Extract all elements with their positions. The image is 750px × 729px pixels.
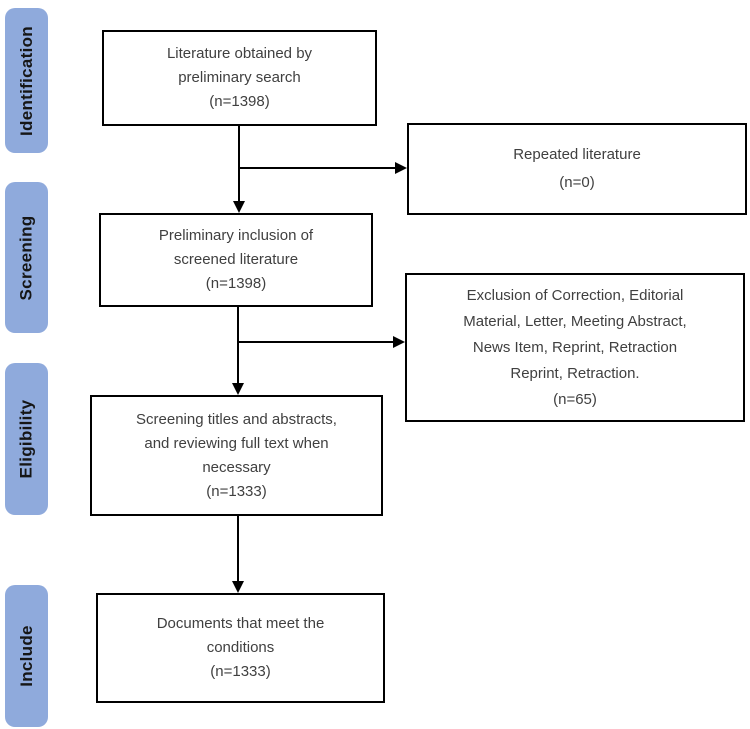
arrow-identification-to-screening-head-icon [233, 201, 245, 213]
stage-eligibility: Eligibility [5, 363, 48, 515]
box-exclusion-line3: News Item, Reprint, Retraction [472, 338, 678, 356]
box-exclusion-count: (n=65) [553, 390, 597, 408]
box-exclusion: Exclusion of Correction, Editorial Mater… [405, 273, 745, 422]
box-documents-meet-line2: conditions [206, 639, 275, 656]
arrow-screening-to-eligibility-head-icon [232, 383, 244, 395]
box-literature-obtained-line1: Literature obtained by [166, 45, 313, 62]
box-screening-titles-line3: necessary [202, 458, 271, 476]
box-literature-obtained-line2: preliminary search [178, 69, 301, 86]
box-exclusion-line1: Exclusion of Correction, Editorial [466, 286, 684, 304]
box-documents-meet: Documents that meet the conditions (n=13… [96, 593, 385, 703]
box-screening-titles: Screening titles and abstracts, and revi… [90, 395, 383, 516]
box-screening-titles-count: (n=1333) [206, 482, 267, 500]
box-exclusion-line2: Material, Letter, Meeting Abstract, [463, 312, 687, 330]
box-documents-meet-line1: Documents that meet the [156, 615, 325, 632]
arrow-eligibility-to-include-head-icon [232, 581, 244, 593]
box-documents-meet-count: (n=1333) [210, 663, 271, 680]
box-preliminary-inclusion-count: (n=1398) [205, 275, 267, 292]
box-repeated-literature-line1: Repeated literature [513, 146, 641, 163]
stage-identification-label: Identification [16, 25, 36, 136]
box-repeated-literature-count: (n=0) [559, 174, 595, 191]
stage-eligibility-label: Eligibility [16, 399, 36, 479]
box-preliminary-inclusion-line1: Preliminary inclusion of [158, 227, 314, 244]
box-preliminary-inclusion-line2: screened literature [173, 251, 299, 268]
box-literature-obtained: Literature obtained by preliminary searc… [102, 30, 377, 126]
stage-include-label: Include [16, 625, 36, 687]
box-preliminary-inclusion: Preliminary inclusion of screened litera… [99, 213, 373, 307]
box-screening-titles-line2: and reviewing full text when [144, 434, 329, 452]
arrow-to-repeated-head-icon [395, 162, 407, 174]
box-repeated-literature: Repeated literature (n=0) [407, 123, 747, 215]
stage-screening-label: Screening [16, 215, 36, 300]
stage-identification: Identification [5, 8, 48, 153]
box-exclusion-line4: Reprint, Retraction. [510, 364, 640, 382]
stage-screening: Screening [5, 182, 48, 333]
stage-include: Include [5, 585, 48, 727]
box-literature-obtained-count: (n=1398) [209, 93, 270, 110]
arrow-to-exclusion-head-icon [393, 336, 405, 348]
box-screening-titles-line1: Screening titles and abstracts, [136, 410, 337, 428]
